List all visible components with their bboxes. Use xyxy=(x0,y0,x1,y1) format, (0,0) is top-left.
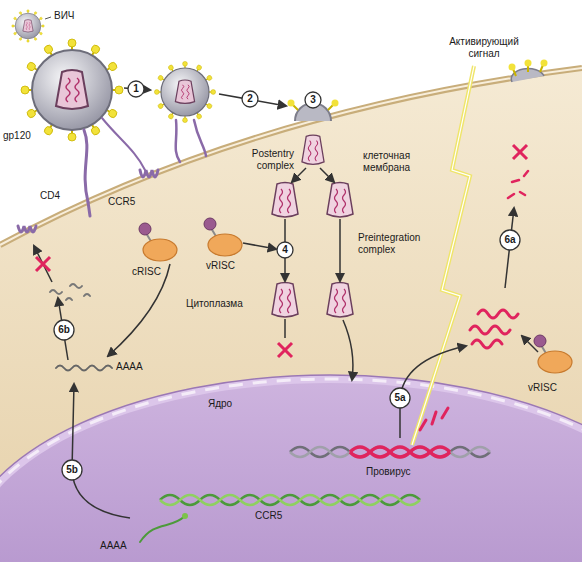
text-slot: CD4 xyxy=(40,190,60,202)
callout-circles xyxy=(500,230,520,250)
callout-circles xyxy=(390,388,410,408)
polya-label: AAAA xyxy=(100,540,127,551)
nucleus-region: Ядро xyxy=(0,370,582,562)
viruses xyxy=(12,10,216,141)
receptor-label: CCR5 xyxy=(108,196,135,207)
budding-site xyxy=(525,60,532,67)
text-slot: 5b xyxy=(60,464,84,476)
rna xyxy=(182,513,188,519)
text-slot: vRISC xyxy=(528,382,557,394)
text-slot: Цитоплазма xyxy=(186,298,243,310)
text-slot: CCR5 xyxy=(108,196,135,208)
text-slot: 1 xyxy=(124,83,148,95)
fusion-pore xyxy=(288,100,295,107)
callout-number: 6b xyxy=(58,324,70,335)
provirus-label: Провирус xyxy=(366,466,411,477)
receptors xyxy=(176,120,180,162)
risc-label: cRISC xyxy=(132,266,161,277)
cell-region-shape xyxy=(0,68,582,245)
text-slot: 6b xyxy=(52,324,76,336)
receptor-label: CD4 xyxy=(40,190,60,201)
callout-number: 5a xyxy=(394,392,405,403)
receptors xyxy=(194,120,206,156)
region-label: Цитоплазма xyxy=(186,298,243,309)
text-slot: 3 xyxy=(301,94,325,106)
polya-label: AAAA xyxy=(116,361,143,372)
viruses xyxy=(45,17,51,19)
fusion-pore xyxy=(332,100,339,107)
text-slot: cRISC xyxy=(132,266,161,278)
budding-site xyxy=(541,60,548,67)
text-slot: AAAA xyxy=(116,361,143,373)
text-slot: Preintegration complex xyxy=(358,232,442,256)
callout-number: 3 xyxy=(310,94,316,105)
region-label: Ядро xyxy=(208,398,232,409)
arrows xyxy=(339,219,341,281)
budding-site xyxy=(509,64,516,71)
callout-number: 1 xyxy=(133,83,139,94)
text-slot: 2 xyxy=(238,93,262,105)
callout-circles xyxy=(62,460,82,480)
text-slot: gp120 xyxy=(3,130,31,142)
nucleus-region-shape xyxy=(0,375,582,562)
callout-circles xyxy=(54,320,74,340)
receptors xyxy=(88,202,90,216)
nucleus-region-shape xyxy=(0,383,582,562)
capsids xyxy=(327,183,353,218)
cell-region-shape xyxy=(0,68,582,245)
nucleus-region-shape xyxy=(0,370,582,562)
text-slot: ВИЧ xyxy=(54,10,75,22)
callout-circles xyxy=(277,242,293,258)
capsids xyxy=(272,183,298,218)
virus-label: ВИЧ xyxy=(54,10,75,21)
callout-circles xyxy=(305,92,321,108)
complex-label: Postentry complex xyxy=(252,148,294,171)
arrows xyxy=(284,319,286,338)
text-slot: 6a xyxy=(498,234,522,246)
viruses xyxy=(12,10,45,43)
text-slot: Postentry complex xyxy=(232,148,294,172)
membrane-label: клеточная мембрана xyxy=(363,150,410,173)
gene-label: CCR5 xyxy=(255,510,282,521)
complex-label: Preintegration complex xyxy=(358,232,420,255)
viruses xyxy=(154,61,215,122)
callout-number: 5b xyxy=(66,464,78,475)
risc-label: vRISC xyxy=(206,260,235,271)
callout-number: 4 xyxy=(282,244,288,255)
text-slot: Провирус xyxy=(366,466,411,478)
text-slot: Ядро xyxy=(208,398,232,410)
callout-number: 6a xyxy=(504,234,515,245)
callout-circles xyxy=(128,81,144,97)
text-slot: 4 xyxy=(273,244,297,256)
text-slot: vRISC xyxy=(206,260,235,272)
risc-label: vRISC xyxy=(528,382,557,393)
text-slot: CCR5 xyxy=(255,510,282,522)
nucleus-region-shape xyxy=(0,379,582,562)
capsids xyxy=(272,283,298,318)
capsids xyxy=(302,135,324,164)
protein-label: gp120 xyxy=(3,130,31,141)
text-slot: клеточная мембрана xyxy=(363,150,433,174)
capsids xyxy=(327,283,353,318)
text-slot: 5a xyxy=(388,392,412,404)
callout-circles xyxy=(242,91,258,107)
receptors xyxy=(102,118,145,170)
text-slot: Активирующий сигнал xyxy=(438,36,530,60)
receptors xyxy=(84,130,88,202)
signal-label: Активирующий сигнал xyxy=(449,36,519,59)
text-slot: AAAA xyxy=(100,540,127,552)
callout-number: 2 xyxy=(247,93,253,104)
